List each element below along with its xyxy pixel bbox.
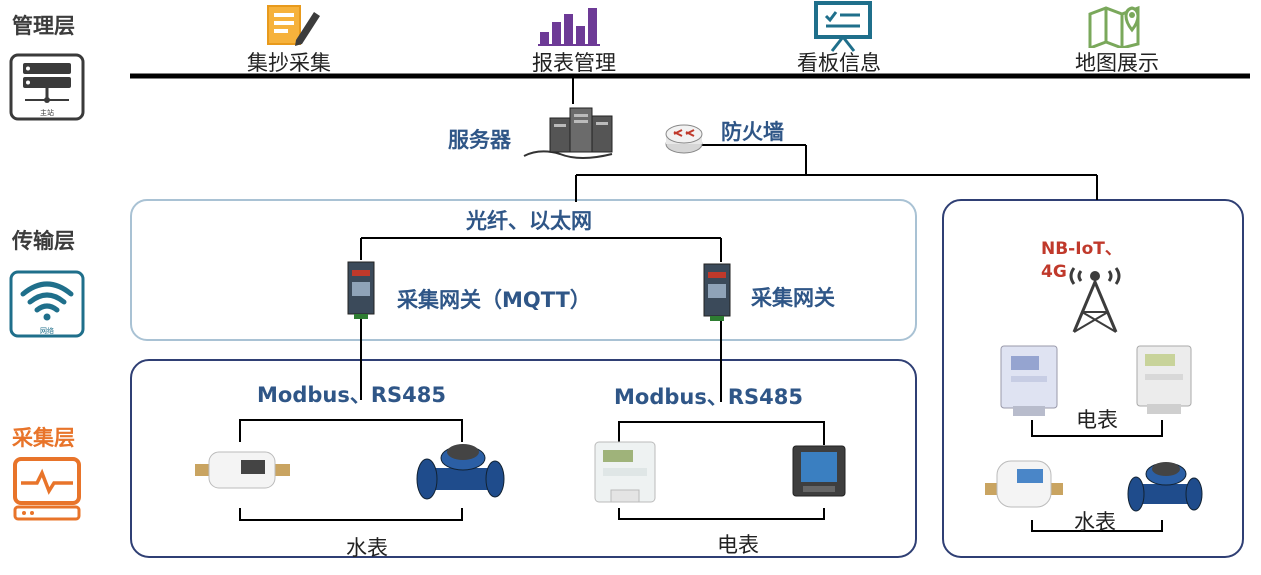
- water-meter-icon: [1127, 462, 1203, 512]
- protocol-label-left: Modbus、RS485: [257, 383, 446, 407]
- wifi-icon: 网络: [9, 270, 85, 338]
- antenna-tower-icon: [1069, 267, 1121, 333]
- electric-meter-icon: [594, 441, 656, 503]
- water-meter-icon: [985, 460, 1063, 508]
- station-caption: 主站: [40, 108, 54, 117]
- nbiot-label-line1: NB-IoT、: [1041, 239, 1122, 259]
- whiteboard-icon: [814, 1, 872, 52]
- network-caption: 网络: [40, 326, 54, 335]
- collection-panel: [130, 359, 917, 558]
- electric-meter-icon: [1000, 345, 1058, 416]
- router-icon: [665, 124, 703, 154]
- bar-chart-icon: [538, 8, 600, 46]
- transport-panel: [130, 199, 917, 341]
- gateway-device-icon: [703, 263, 731, 321]
- function-label-dashboard: 看板信息: [797, 51, 881, 75]
- server-icon: 主站: [9, 53, 85, 121]
- nbiot-label-line2: 4G: [1041, 262, 1067, 282]
- layer-label-transport: 传输层: [12, 229, 75, 253]
- gateway-device-icon: [347, 261, 375, 319]
- wireless-panel: [942, 199, 1244, 558]
- water-meter-label-left: 水表: [346, 536, 388, 560]
- electric-meter-label-mid: 电表: [717, 533, 759, 557]
- firewall-label: 防火墙: [721, 120, 784, 144]
- electric-meter-label-right: 电表: [1076, 408, 1118, 432]
- document-pen-icon: [267, 5, 320, 46]
- layer-label-collection: 采集层: [12, 426, 75, 450]
- fiber-label: 光纤、以太网: [466, 209, 592, 233]
- function-label-map: 地图展示: [1075, 51, 1159, 75]
- gateway-label: 采集网关: [751, 286, 835, 310]
- gateway-label-mqtt: 采集网关（MQTT）: [397, 288, 591, 312]
- map-pin-icon: [1088, 5, 1140, 48]
- monitor-pulse-icon: [13, 457, 81, 521]
- electric-meter-icon: [1136, 345, 1192, 414]
- server-label: 服务器: [448, 128, 511, 152]
- protocol-label-right: Modbus、RS485: [614, 385, 803, 409]
- server-tower-icon: [523, 107, 613, 159]
- layer-label-management: 管理层: [12, 14, 75, 38]
- electric-meter-icon: [792, 445, 846, 497]
- function-label-meter-reading: 集抄采集: [247, 51, 331, 75]
- water-meter-icon: [416, 444, 505, 500]
- water-meter-label-right: 水表: [1074, 510, 1116, 534]
- water-meter-icon: [195, 451, 290, 489]
- function-label-reports: 报表管理: [532, 51, 616, 75]
